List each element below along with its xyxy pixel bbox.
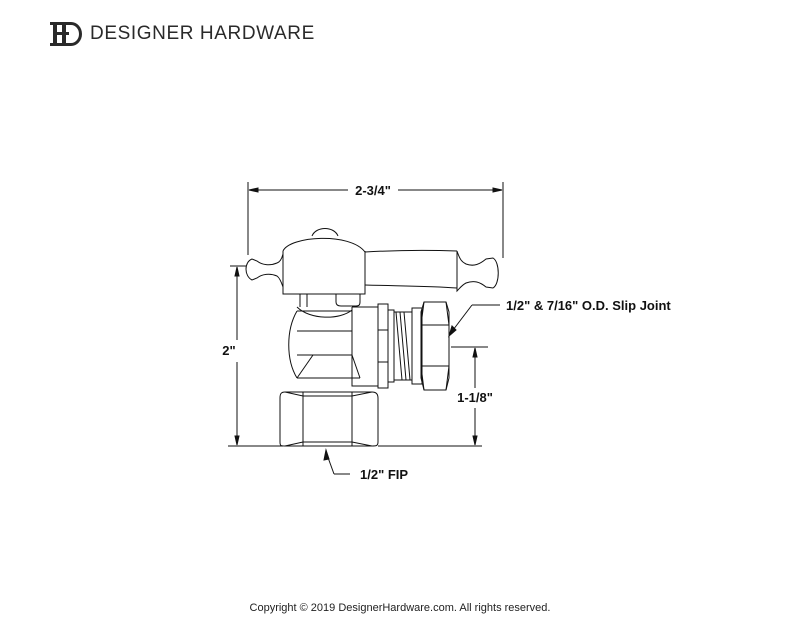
- overall-height-label: 2": [222, 343, 235, 358]
- outlet-compression-nut: [377, 301, 450, 391]
- overall-width-label: 2-3/4": [355, 183, 391, 198]
- inlet-callout-label: 1/2" FIP: [360, 467, 408, 482]
- copyright-notice: Copyright © 2019 DesignerHardware.com. A…: [249, 602, 551, 614]
- outlet-height-dimension: [378, 346, 488, 447]
- callout-leaders: [323, 304, 500, 475]
- valve-body: [288, 306, 378, 387]
- brand-name: DESIGNER HARDWARE: [90, 23, 315, 44]
- height-dimension: [228, 265, 283, 447]
- inlet-fip-nut: [279, 391, 379, 447]
- valve-stem: [299, 294, 361, 307]
- width-dimension: [247, 182, 504, 258]
- handle: [245, 228, 499, 295]
- outlet-callout-label: 1/2" & 7/16" O.D. Slip Joint: [506, 298, 671, 313]
- brand-header: DESIGNER HARDWARE: [48, 20, 315, 48]
- dh-monogram-icon: [50, 22, 82, 46]
- outlet-height-label: 1-1/8": [457, 390, 493, 405]
